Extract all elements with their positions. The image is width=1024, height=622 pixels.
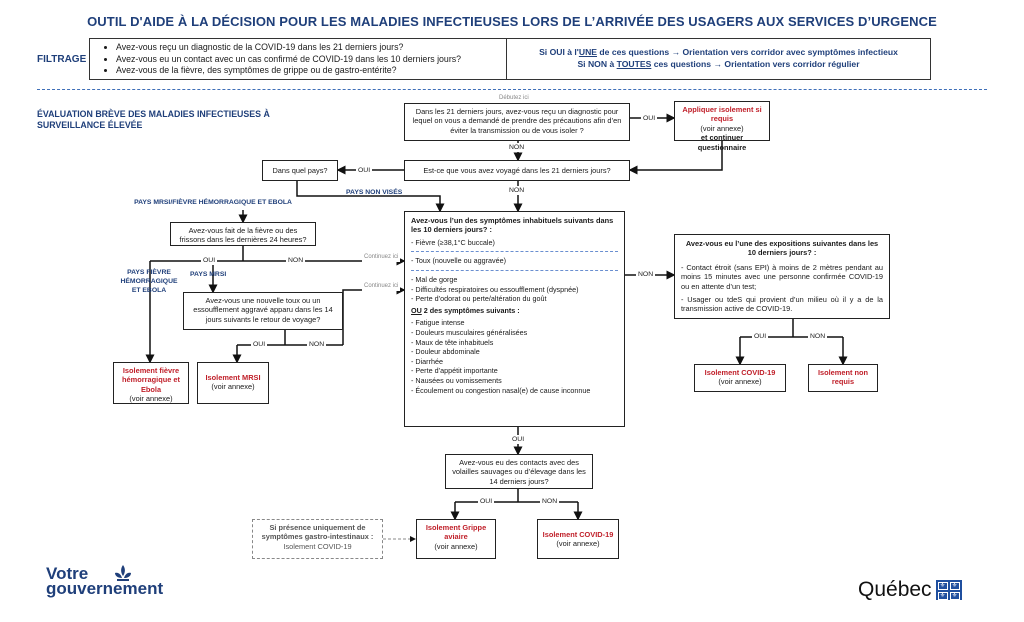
continue-label: Continuez ici (362, 253, 401, 262)
label-mers-countries: PAYS MRSI (190, 271, 227, 278)
symptom-b: - Maux de tête inhabituels (411, 337, 494, 347)
symptoms-title: Avez-vous l’un des symptômes inhabituels… (411, 216, 614, 235)
symptoms-separator (411, 270, 618, 271)
label-yes: OUI (251, 340, 268, 349)
filter-box: Avez-vous reçu un diagnostic de la COVID… (89, 38, 931, 80)
label-no: NON (808, 332, 828, 341)
symptom-b: - Perte d’appétit importante (411, 366, 498, 376)
fleur-de-lys-icon (115, 565, 131, 581)
isolation-covid-bottom-title: Isolement COVID-19 (542, 530, 614, 539)
page-title: OUTIL D'AIDE À LA DÉCISION POUR LES MALA… (87, 14, 937, 29)
isolation-avian-title: Isolement Grippe aviaire (425, 523, 487, 542)
symptom-b: - Diarrhée (411, 356, 443, 366)
box-isolation-covid-right: Isolement COVID-19 (voir annexe) (694, 364, 786, 392)
label-countries-not-targeted: PAYS NON VISÉS (346, 189, 403, 196)
symptom-b: - Nausées ou vomissements (411, 375, 502, 385)
question-diagnostic: Dans les 21 derniers jours, avez-vous re… (404, 103, 630, 141)
label-yes: OUI (510, 435, 527, 444)
exposure-item: - Contact étroit (sans EPI) à moins de 2… (681, 262, 883, 291)
question-travel: Est-ce que vous avez voyagé dans les 21 … (404, 160, 630, 181)
label-no: NON (507, 143, 527, 152)
continue-label: Continuez ici (362, 282, 401, 291)
question-poultry: Avez-vous eu des contacts avec des volai… (445, 454, 593, 489)
symptom-fever: - Fièvre (≥38,1°C buccale) (411, 237, 495, 247)
filter-question: Avez-vous reçu un diagnostic de la COVID… (116, 42, 506, 54)
isolation-hemorrhagic-title: Isolement fièvre hémorragique et Ebola (122, 366, 180, 394)
quebec-flag-icon: ⚜⚜⚜⚜ (935, 580, 962, 600)
box-symptoms: Avez-vous l’un des symptômes inhabituels… (404, 211, 625, 427)
label-yes: OUI (752, 332, 769, 341)
label-hemorrhagic-countries: PAYS FIÈVRE HÉMORRAGIQUE ET EBOLA (120, 269, 178, 294)
gastro-note-line2: Isolement COVID-19 (283, 541, 352, 551)
logo-votre-gouvernement: Votre gouvernement (46, 564, 164, 598)
label-mers-ebola: PAYS MRSI/FIÈVRE HÉMORRAGIQUE ET EBOLA (134, 199, 292, 206)
label-no: NON (636, 270, 656, 279)
symptom-b: - Douleur abdominale (411, 347, 480, 357)
symptom-a: - Difficultés respiratoires ou essouffle… (411, 284, 579, 294)
filter-label: FILTRAGE (37, 54, 87, 65)
filter-question: Avez-vous eu un contact avec un cas conf… (116, 54, 506, 66)
isolation-mers-annex: (voir annexe) (211, 382, 255, 392)
label-no: NON (307, 340, 327, 349)
isolation-hemorrhagic-annex: (voir annexe) (129, 394, 173, 404)
isolation-covid-bottom-annex: (voir annexe) (556, 539, 600, 549)
question-fever-24h: Avez-vous fait de la fièvre ou des friss… (170, 222, 316, 246)
label-yes: OUI (201, 256, 218, 265)
box-exposures: Avez-vous eu l’une des expositions suiva… (674, 234, 890, 319)
symptom-b: - Écoulement ou congestion nasal(e) de c… (411, 385, 591, 395)
filter-question: Avez-vous de la fièvre, des symptômes de… (116, 65, 506, 77)
box-isolation-not-required: Isolement non requis (808, 364, 878, 392)
isolation-covid-annex: (voir annexe) (718, 377, 762, 387)
label-yes: OUI (478, 497, 495, 506)
label-no: NON (507, 186, 527, 195)
section-divider (37, 89, 987, 90)
isolation-if-required-annex: (voir annexe) (700, 123, 744, 133)
box-isolation-avian: Isolement Grippe aviaire (voir annexe) (416, 519, 496, 559)
label-no: NON (540, 497, 560, 506)
exposures-title: Avez-vous eu l’une des expositions suiva… (685, 239, 879, 258)
orientation-yes: Si OUI à l'UNE de ces questions → Orient… (539, 47, 898, 57)
box-isolation-mers: Isolement MRSI (voir annexe) (197, 362, 269, 404)
box-gastro-note: Si présence uniquement de symptômes gast… (252, 519, 383, 559)
gastro-note-line1: Si présence uniquement de symptômes gast… (261, 523, 374, 542)
start-label: Débutez ici (497, 94, 531, 103)
symptoms-or-heading: OU 2 des symptômes suivants : (411, 305, 520, 315)
isolation-if-required-title: Appliquer isolement si requis (682, 105, 762, 124)
symptom-a: - Perte d’odorat ou perte/altération du … (411, 294, 547, 304)
label-yes: OUI (641, 114, 658, 123)
label-yes: OUI (356, 166, 373, 175)
exposure-item: - Usager ou tdeS qui provient d’un milie… (681, 295, 883, 314)
isolation-avian-annex: (voir annexe) (434, 541, 478, 551)
logo-quebec: Québec ⚜⚜⚜⚜ (858, 578, 962, 602)
section-title: ÉVALUATION BRÈVE DES MALADIES INFECTIEUS… (37, 109, 270, 130)
isolation-mers-title: Isolement MRSI (205, 373, 261, 382)
box-isolation-covid-bottom: Isolement COVID-19 (voir annexe) (537, 519, 619, 559)
question-which-country: Dans quel pays? (262, 160, 338, 181)
isolation-not-required-title: Isolement non requis (817, 368, 869, 387)
filter-questions: Avez-vous reçu un diagnostic de la COVID… (90, 39, 507, 79)
question-new-cough: Avez-vous une nouvelle toux ou un essouf… (183, 292, 343, 330)
symptom-b: - Douleurs musculaires généralisées (411, 327, 528, 337)
filter-orientation: Si OUI à l'UNE de ces questions → Orient… (507, 39, 930, 79)
isolation-if-required-continue: et continuer questionnaire (697, 133, 747, 152)
symptom-b: - Fatigue intense (411, 318, 465, 328)
orientation-no: Si NON à TOUTES ces questions → Orientat… (577, 59, 860, 69)
symptom-a: - Mal de gorge (411, 275, 458, 284)
symptom-cough: - Toux (nouvelle ou aggravée) (411, 256, 506, 266)
isolation-covid-title: Isolement COVID-19 (704, 368, 776, 377)
box-isolation-if-required: Appliquer isolement si requis (voir anne… (674, 101, 770, 152)
box-isolation-hemorrhagic: Isolement fièvre hémorragique et Ebola (… (113, 362, 189, 404)
symptoms-separator (411, 251, 618, 253)
label-no: NON (286, 256, 306, 265)
